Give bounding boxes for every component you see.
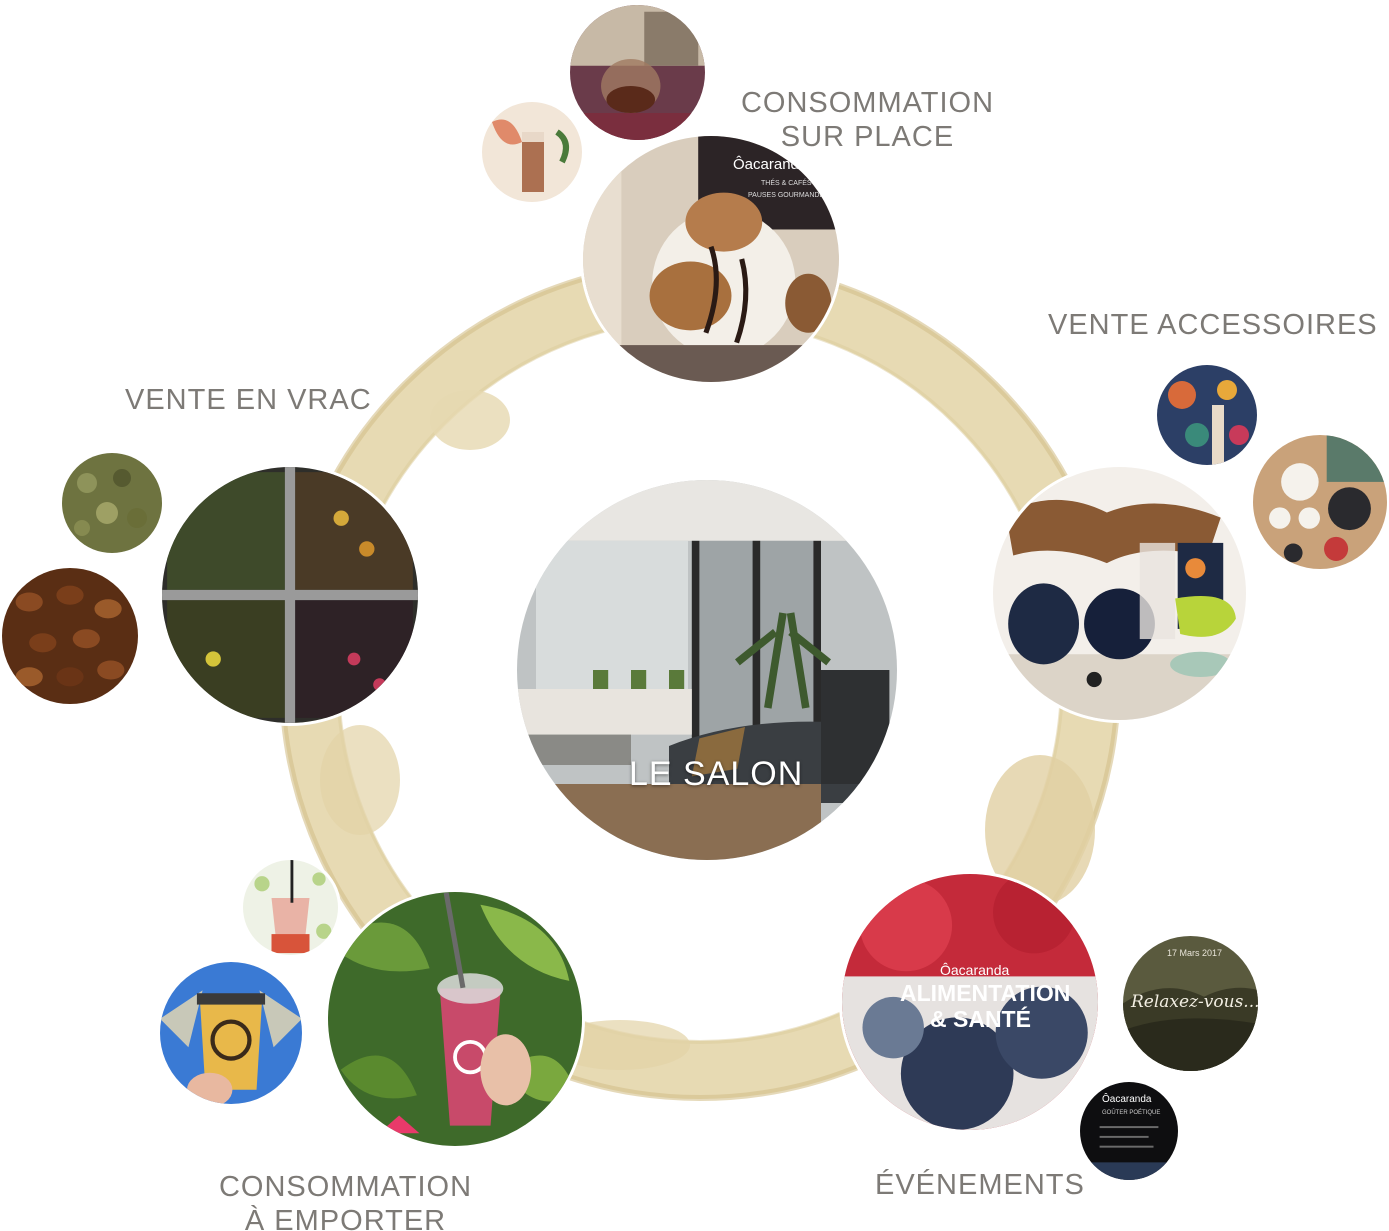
takeaway-coffee-cup-image [160, 962, 302, 1104]
black-poster-brand: Ôacaranda [1102, 1094, 1152, 1105]
photo-takeaway-coffee-cup [160, 962, 302, 1104]
photo-takeaway-smoothie [328, 892, 582, 1146]
poster-title-1: ALIMENTATION [900, 980, 1071, 1006]
photo-le-salon: LE SALON [517, 480, 897, 860]
loose-tea-tray-image [162, 467, 418, 723]
photo-tea-salon-interior [570, 5, 705, 140]
label-line-1: CONSOMMATION [218, 1171, 473, 1203]
label-line-2: À EMPORTER [244, 1205, 447, 1231]
label-vente-accessoires: VENTE ACCESSOIRES [1048, 308, 1378, 342]
photo-floral-tins [1157, 365, 1257, 465]
photo-iced-drink [482, 102, 582, 202]
label-line-1: ÉVÉNEMENTS [875, 1169, 1085, 1201]
teapots-cups-image [1253, 435, 1387, 569]
photo-green-tea-leaves [62, 453, 162, 553]
salon-interior-image [517, 480, 897, 860]
label-consommation-a-emporter: CONSOMMATION À EMPORTER [218, 1170, 473, 1231]
photo-takeaway-iced-tea [243, 860, 338, 955]
center-label-le-salon: LE SALON [629, 755, 804, 793]
label-line-1: CONSOMMATION [740, 87, 995, 119]
label-evenements: ÉVÉNEMENTS [875, 1168, 1085, 1202]
label-line-1: VENTE EN VRAC [125, 384, 372, 416]
accessories-shelf-image [993, 467, 1246, 720]
coffee-beans-image [2, 568, 138, 704]
photo-teapots-cups [1253, 435, 1387, 569]
iced-drink-image [482, 102, 582, 202]
sign-sub1: THÉS & CAFÉS [761, 180, 812, 187]
teapot-table-image [570, 5, 705, 140]
cookies-dessert-image [583, 136, 839, 382]
label-vente-en-vrac: VENTE EN VRAC [125, 383, 372, 417]
photo-event-poster-nutrition: Ôacaranda ALIMENTATION & SANTÉ [842, 874, 1098, 1130]
photo-accessories-shelf [993, 467, 1246, 720]
relaxez-vous-image [1123, 936, 1258, 1071]
label-line-2: SUR PLACE [780, 121, 955, 153]
takeaway-smoothie-image [328, 892, 582, 1146]
takeaway-iced-tea-image [243, 860, 338, 955]
relax-title: Relaxez-vous... [1131, 992, 1258, 1012]
green-tea-leaves-image [62, 453, 162, 553]
photo-event-black-poster: Ôacaranda GOÛTER POÉTIQUE [1080, 1082, 1178, 1180]
photo-event-relaxez-vous: 17 Mars 2017 Relaxez-vous... [1123, 936, 1258, 1071]
photo-loose-tea-tray [162, 467, 418, 723]
sign-sub2: PAUSES GOURMANDES [748, 192, 829, 199]
photo-cookies-dessert: Ôacaranda THÉS & CAFÉS PAUSES GOURMANDES [583, 136, 839, 382]
poster-title-2: & SANTÉ [930, 1006, 1031, 1032]
poster-brand: Ôacaranda [940, 962, 1010, 978]
relax-date: 17 Mars 2017 [1167, 948, 1223, 958]
photo-coffee-beans [2, 568, 138, 704]
black-poster-title: GOÛTER POÉTIQUE [1102, 1110, 1161, 1116]
floral-tins-image [1157, 365, 1257, 465]
sign-brand: Ôacaranda [733, 156, 808, 173]
label-consommation-sur-place: CONSOMMATION SUR PLACE [740, 86, 995, 154]
label-line-1: VENTE ACCESSOIRES [1048, 309, 1378, 341]
